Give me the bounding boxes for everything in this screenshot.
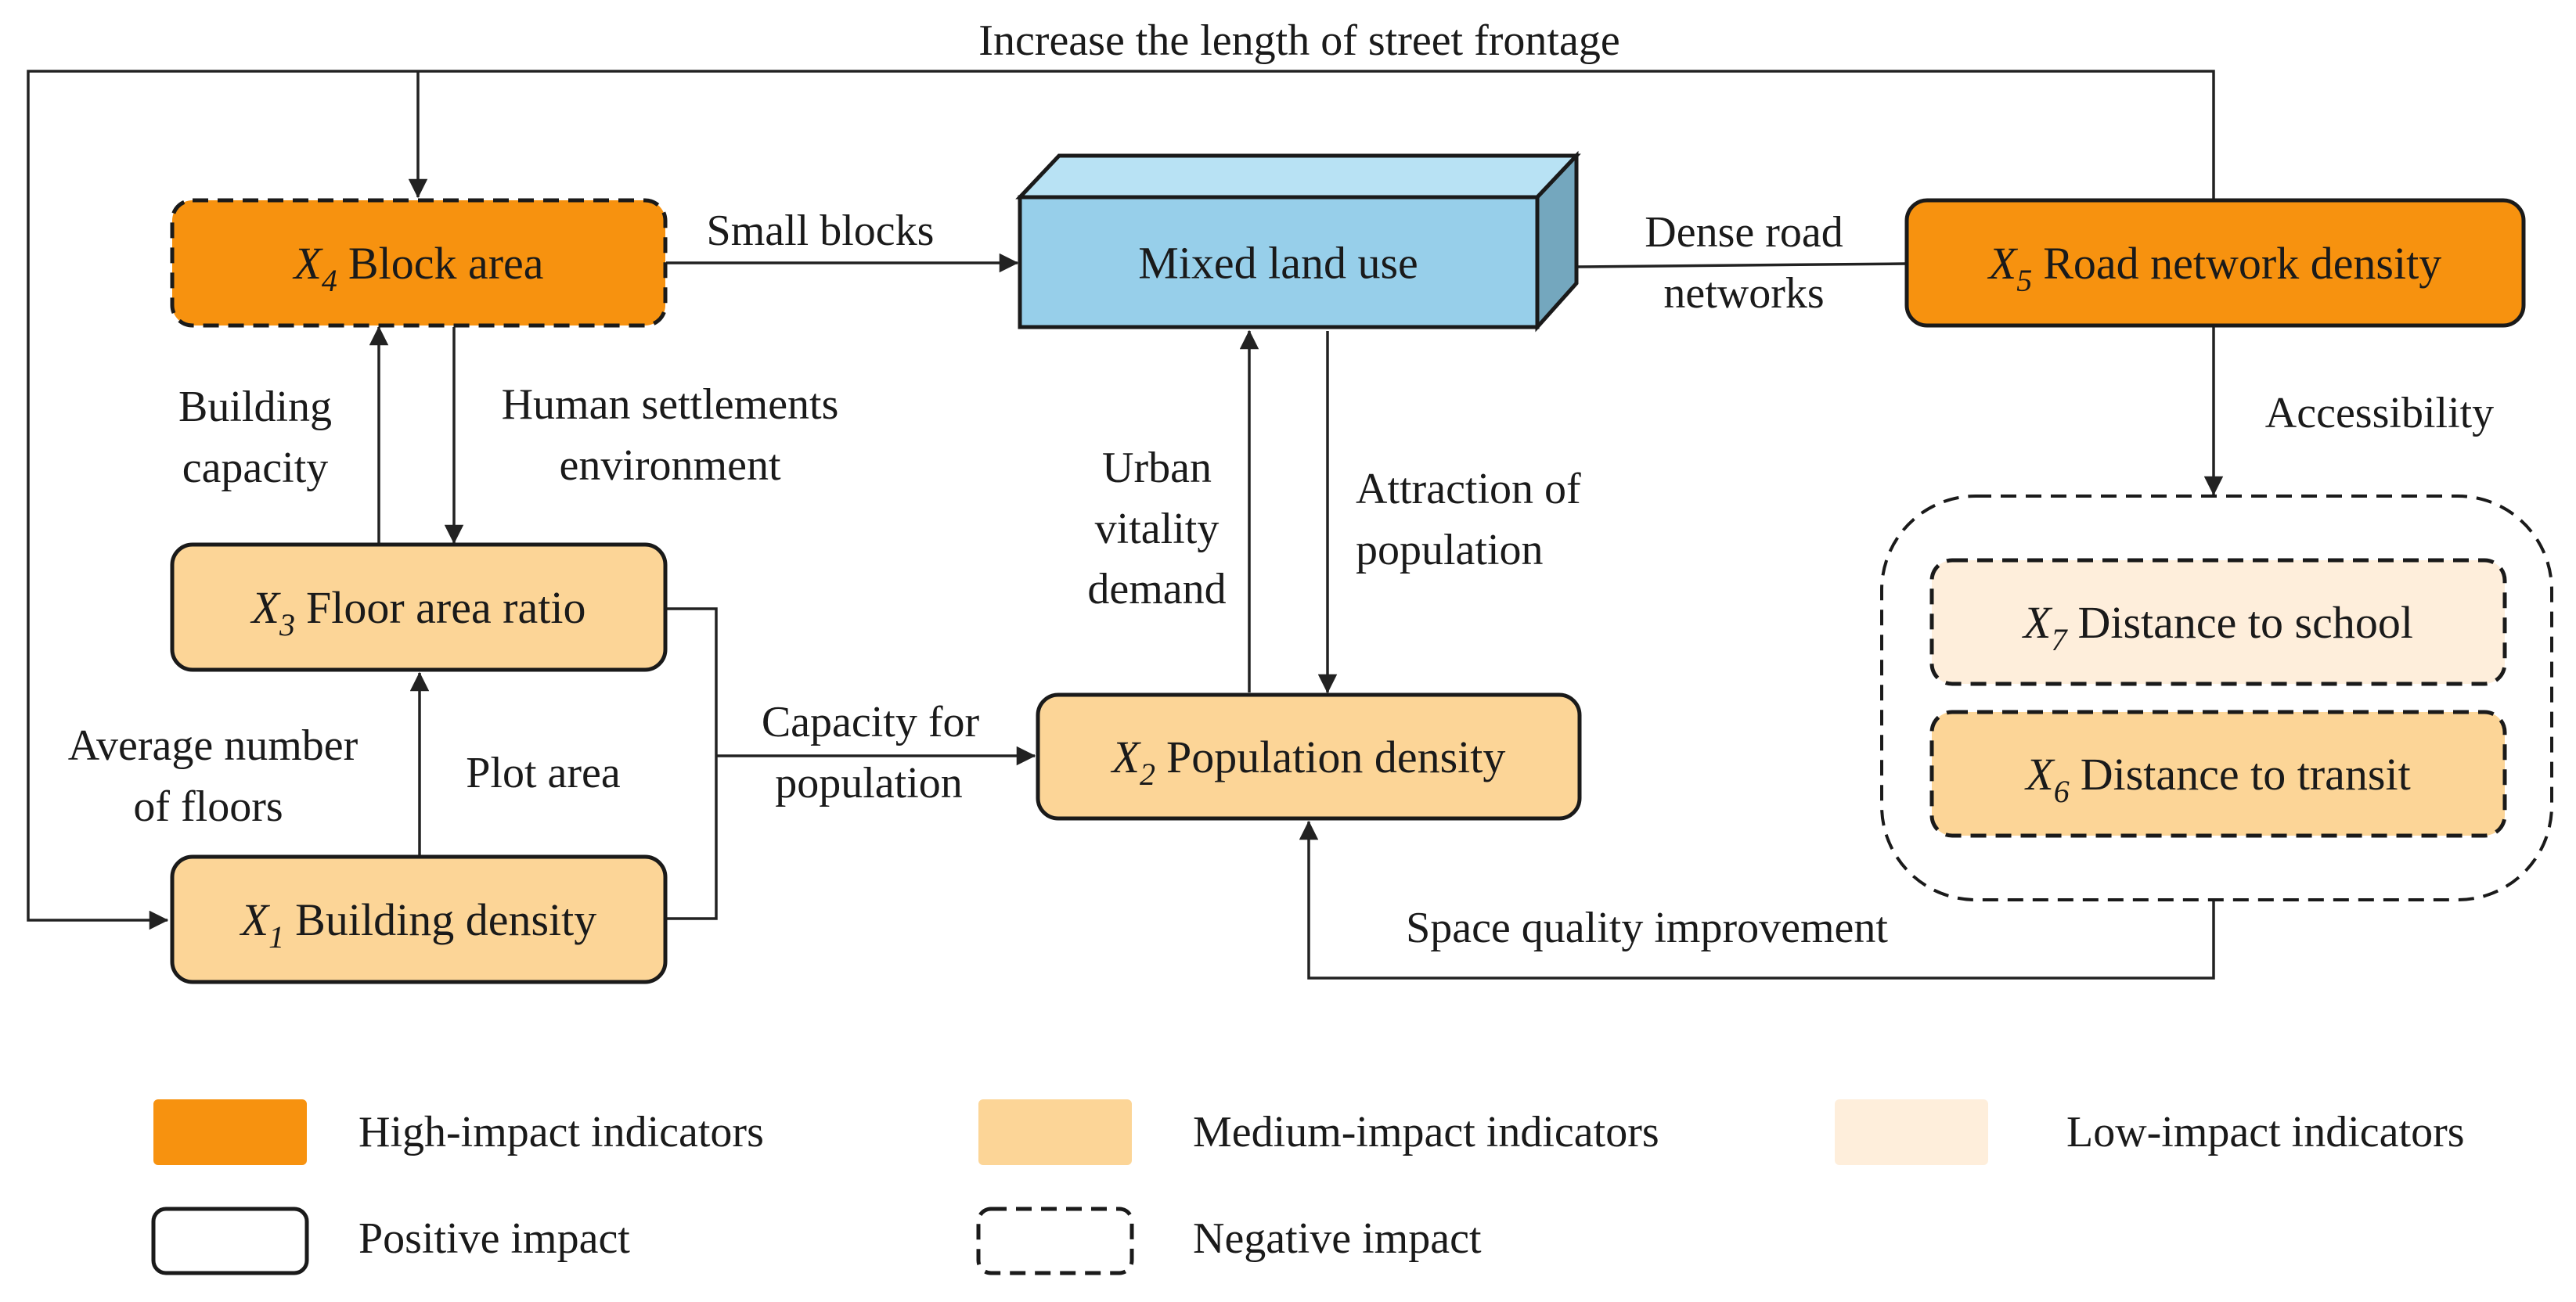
label-avg-floors-line1: Average number	[68, 721, 358, 770]
legend-negative-swatch	[976, 1207, 1134, 1275]
legend-high-swatch	[153, 1099, 307, 1165]
x1-building-density-node	[170, 854, 668, 984]
x3-floor-area-ratio-node	[170, 542, 668, 672]
legend: High-impact indicators Medium-impact ind…	[151, 1099, 2465, 1275]
legend-positive-label: Positive impact	[358, 1214, 630, 1263]
legend-high-label: High-impact indicators	[358, 1108, 764, 1156]
edge-street-frontage-top	[27, 70, 2215, 930]
edge-capacity-bracket	[665, 607, 718, 920]
legend-positive-swatch	[151, 1207, 309, 1275]
mixed-land-use-top-face	[1015, 153, 1581, 200]
edge-dense-road	[1576, 262, 1906, 268]
x7-distance-to-school-node	[1929, 558, 2507, 686]
label-street-frontage: Increase the length of street frontage	[978, 16, 1619, 65]
mixed-land-use-node	[1018, 195, 1540, 329]
label-capacity-population-line1: Capacity for	[762, 698, 980, 746]
label-urban-vitality-line2: vitality	[1095, 505, 1220, 553]
accessibility-group	[1880, 495, 2553, 901]
label-urban-vitality-line3: demand	[1087, 565, 1226, 613]
label-dense-road-line2: networks	[1663, 269, 1824, 318]
label-space-quality: Space quality improvement	[1406, 904, 1888, 952]
x4-block-area-node	[170, 198, 668, 328]
legend-medium-swatch	[978, 1099, 1132, 1165]
edge-space-quality	[1299, 820, 2215, 980]
label-attraction-line2: population	[1356, 526, 1544, 574]
mixed-land-use-label: Mixed land use	[1138, 238, 1418, 289]
label-accessibility: Accessibility	[2265, 389, 2494, 437]
label-small-blocks: Small blocks	[707, 207, 935, 255]
x5-road-network-density-node	[1904, 198, 2526, 328]
x6-distance-to-transit-node	[1929, 710, 2507, 838]
label-attraction-line1: Attraction of	[1356, 465, 1581, 513]
label-building-capacity-line2: capacity	[182, 444, 329, 492]
label-avg-floors-line2: of floors	[133, 782, 283, 831]
legend-low-swatch	[1835, 1099, 1988, 1165]
label-human-settlements-line2: environment	[559, 441, 780, 490]
label-dense-road-line1: Dense road	[1645, 208, 1843, 257]
label-urban-vitality-line1: Urban	[1102, 444, 1212, 492]
label-capacity-population-line2: population	[775, 759, 963, 807]
legend-medium-label: Medium-impact indicators	[1193, 1108, 1659, 1156]
label-human-settlements-line1: Human settlements	[502, 380, 839, 429]
x2-population-density-node	[1036, 692, 1582, 821]
label-plot-area: Plot area	[466, 749, 621, 797]
legend-low-label: Low-impact indicators	[2066, 1108, 2465, 1156]
legend-negative-label: Negative impact	[1193, 1214, 1482, 1263]
label-building-capacity-line1: Building	[178, 383, 332, 431]
